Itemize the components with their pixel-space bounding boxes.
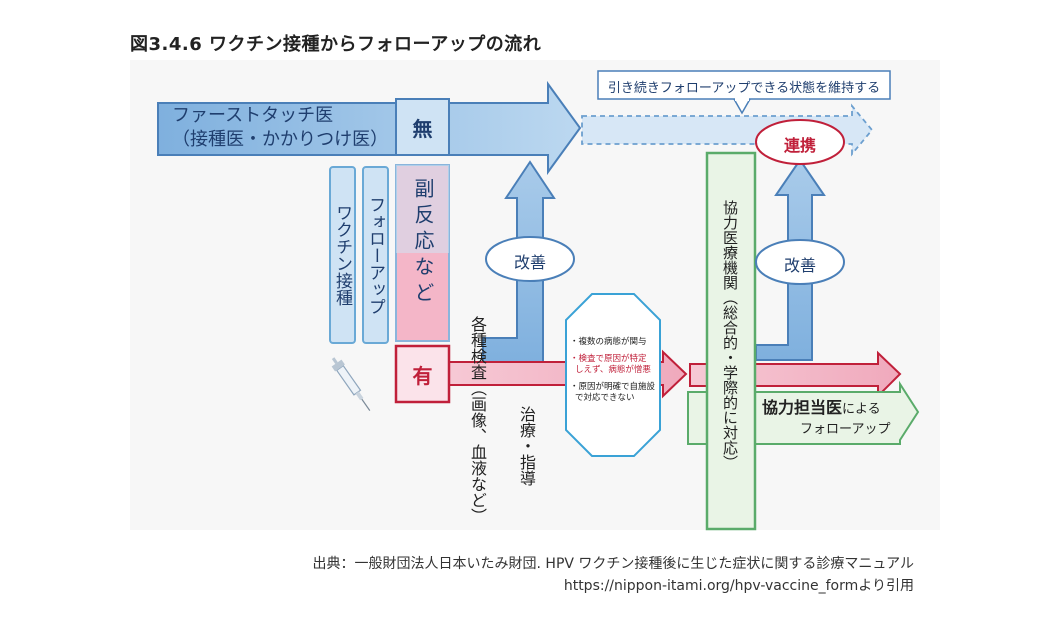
improve-ellipse-right: [755, 239, 845, 285]
first-touch-line1: ファーストタッチ医: [172, 105, 334, 126]
status-side-effects-label: 副反応など: [411, 178, 435, 308]
octagon-item3-line2: で対応できない: [575, 393, 635, 403]
first-touch-label: ファーストタッチ医 （接種医・かかりつけ医）: [172, 104, 388, 152]
first-touch-arrow: [157, 80, 582, 176]
cooperating-institution-box: [705, 151, 757, 531]
source-line2: https://nippon-itami.org/hpv-vaccine_for…: [563, 578, 914, 594]
treatment-label: 治療・指導: [517, 406, 536, 486]
maintain-note-box: [597, 70, 891, 100]
vaccination-label: ワクチン接種: [332, 204, 352, 306]
cooperating-institution-label: 協力医療機関（総合的・学際的に対応）: [721, 200, 739, 470]
octagon-item1: ・複数の病態が関与: [570, 337, 647, 347]
improve-ellipse-left: [485, 236, 575, 282]
improve-right-label: 改善: [783, 256, 816, 275]
cooperation-ellipse: [755, 119, 845, 165]
first-touch-line2: （接種医・かかりつけ医）: [172, 129, 389, 150]
maintain-note: 引き続きフォローアップできる状態を維持する: [607, 81, 881, 96]
cooperating-doctor-line2: フォローアップ: [800, 422, 891, 437]
source-citation: 出典：一般財団法人日本いたみ財団. HPV ワクチン接種後に生じた症状に関する診…: [313, 553, 914, 597]
octagon-item3-line1: ・原因が明確で自施設: [570, 382, 656, 392]
cooperating-doctor-suffix: による: [842, 402, 881, 417]
followup-label: フォローアップ: [365, 195, 385, 315]
octagon-item2-line1: ・検査で原因が特定: [570, 354, 647, 364]
octagon-item2-line2: しえず、病態が憎悪: [575, 365, 651, 375]
vaccination-box: ワクチン接種: [329, 166, 356, 344]
octagon-content: ・複数の病態が関与 ・検査で原因が特定 しえず、病態が憎悪 ・原因が明確で自施設…: [570, 337, 660, 404]
improve-left-label: 改善: [513, 253, 546, 272]
cooperating-doctor-main: 協力担当医: [762, 398, 843, 417]
status-none-label: 無: [412, 117, 433, 141]
tests-label: 各種検査（画像、血液など）: [468, 316, 487, 524]
figure-title: 図3.4.6 ワクチン接種からフォローアップの流れ: [130, 34, 542, 55]
status-none-box: [395, 98, 450, 156]
syringe-icon: [331, 357, 371, 411]
status-present-box: [394, 344, 451, 404]
cooperating-doctor-label: 協力担当医による フォローアップ: [762, 398, 890, 440]
source-line1: 出典：一般財団法人日本いたみ財団. HPV ワクチン接種後に生じた症状に関する診…: [312, 556, 914, 572]
followup-box: フォローアップ: [362, 166, 389, 344]
referral-criteria-octagon: [565, 293, 661, 457]
cooperation-label: 連携: [783, 136, 816, 155]
status-present-label: 有: [412, 364, 433, 388]
